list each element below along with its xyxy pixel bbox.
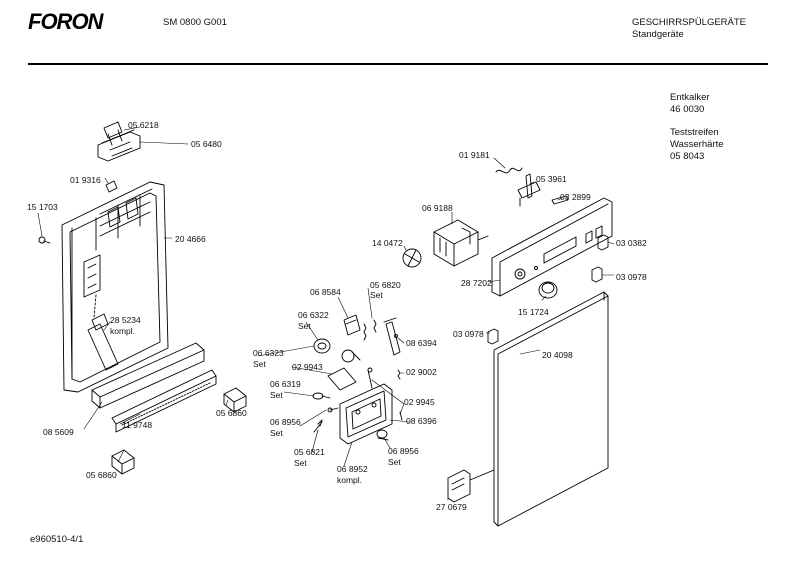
dispenser-housing — [340, 384, 392, 444]
door-latch-part — [98, 122, 140, 161]
wire-part — [496, 168, 522, 173]
test-strips-label: Teststreifen — [670, 127, 719, 138]
spring-part-c — [314, 420, 322, 432]
part-label: 01 9181 — [459, 150, 490, 160]
pin-part-b — [398, 370, 400, 379]
cable-loop-part — [403, 249, 421, 267]
document-id: e960510-4/1 — [30, 534, 84, 545]
part-label: 05 6218 — [128, 120, 159, 130]
part-label: 06 8956 — [388, 446, 419, 456]
trim-strip-part — [92, 343, 204, 408]
part-label-suffix: Set — [253, 359, 266, 369]
part-label: 06 6322 — [298, 310, 329, 320]
part-label: 02 9943 — [292, 362, 323, 372]
part-label-suffix: Set — [270, 390, 283, 400]
inner-door-frame — [62, 182, 168, 392]
part-label-suffix: Set — [388, 457, 401, 467]
part-label: 06 6319 — [270, 379, 301, 389]
part-label: 08 6394 — [406, 338, 437, 348]
program-switch-part — [434, 220, 488, 266]
part-label-suffix: Set — [298, 321, 311, 331]
part-label: 05 6860 — [86, 470, 117, 480]
part-label: 03 2899 — [560, 192, 591, 202]
lever-part — [384, 318, 400, 355]
water-hardness-label: Wasserhärte — [670, 139, 724, 150]
bracket-part — [518, 174, 540, 206]
part-label: 08 5609 — [43, 427, 74, 437]
outer-door-panel — [494, 292, 608, 526]
gasket-part — [328, 368, 356, 390]
part-label: 20 4098 — [542, 350, 573, 360]
button-cap-part-b — [592, 267, 602, 282]
end-cap-part-a — [224, 388, 246, 412]
button-cap-part-c — [488, 329, 498, 344]
spring-part-b — [374, 320, 376, 332]
part-label: 27 0679 — [436, 502, 467, 512]
part-label: 05 6480 — [191, 139, 222, 149]
part-label: 06 8584 — [310, 287, 341, 297]
part-label: 03 0978 — [453, 329, 484, 339]
control-panel-part — [492, 198, 612, 296]
header-rule — [28, 63, 768, 65]
part-label: 06 8952 — [337, 464, 368, 474]
part-label: 05 3961 — [536, 174, 567, 184]
part-label: 15 1703 — [27, 202, 58, 212]
product-category: GESCHIRRSPÜLGERÄTE — [632, 17, 747, 28]
part-label-suffix: Set — [370, 290, 383, 300]
descaler-part-number: 46 0030 — [670, 104, 705, 115]
part-label: 05 6821 — [294, 447, 325, 457]
button-cap-part-a — [598, 235, 608, 250]
lid-part-a — [314, 339, 330, 353]
latch-part-b — [328, 408, 338, 412]
part-label: 06 9188 — [422, 203, 453, 213]
rod-part — [368, 370, 372, 388]
part-label: 15 1724 — [518, 307, 549, 317]
spring-part-a — [364, 324, 366, 340]
part-label-suffix: kompl. — [337, 475, 363, 485]
part-label: 14 0472 — [372, 238, 403, 248]
part-label-suffix: kompl. — [110, 326, 136, 336]
test-strips-part-number: 05 8043 — [670, 151, 705, 162]
part-label: 02 9002 — [406, 367, 437, 377]
cover-part — [377, 430, 388, 440]
knob-part — [539, 282, 557, 298]
part-label: 11 9748 — [122, 420, 153, 430]
lid-part-b — [342, 350, 360, 362]
part-label: 03 0978 — [616, 272, 647, 282]
part-label: 20 4666 — [175, 234, 206, 244]
holder-part — [344, 315, 360, 335]
product-subcategory: Standgeräte — [632, 29, 684, 40]
part-label: 02 9945 — [404, 397, 435, 407]
screw-part — [39, 237, 50, 243]
door-seal-part — [112, 370, 216, 432]
pin-part — [552, 196, 568, 204]
part-label-suffix: Set — [294, 458, 307, 468]
part-label: 01 9316 — [70, 175, 101, 185]
part-label: 28 7202 — [461, 278, 492, 288]
cable-holder-part — [88, 295, 118, 370]
rod-head-part — [368, 368, 372, 372]
part-label-suffix: Set — [270, 428, 283, 438]
descaler-label: Entkalker — [670, 92, 710, 103]
part-label: 03 0382 — [616, 238, 647, 248]
leader-lines — [38, 127, 614, 500]
part-label: 08 6396 — [406, 416, 437, 426]
clip-part — [106, 181, 117, 192]
part-label: 28 5234 — [110, 315, 141, 325]
hinge-bracket-part — [448, 470, 494, 502]
latch-part-a — [313, 393, 330, 399]
part-label: 05 6860 — [216, 408, 247, 418]
part-label: 05 6820 — [370, 280, 401, 290]
model-number: SM 0800 G001 — [163, 17, 227, 28]
part-label: 06 8956 — [270, 417, 301, 427]
part-label: 06 6323 — [253, 348, 284, 358]
brand-logo: FORON — [28, 9, 103, 34]
